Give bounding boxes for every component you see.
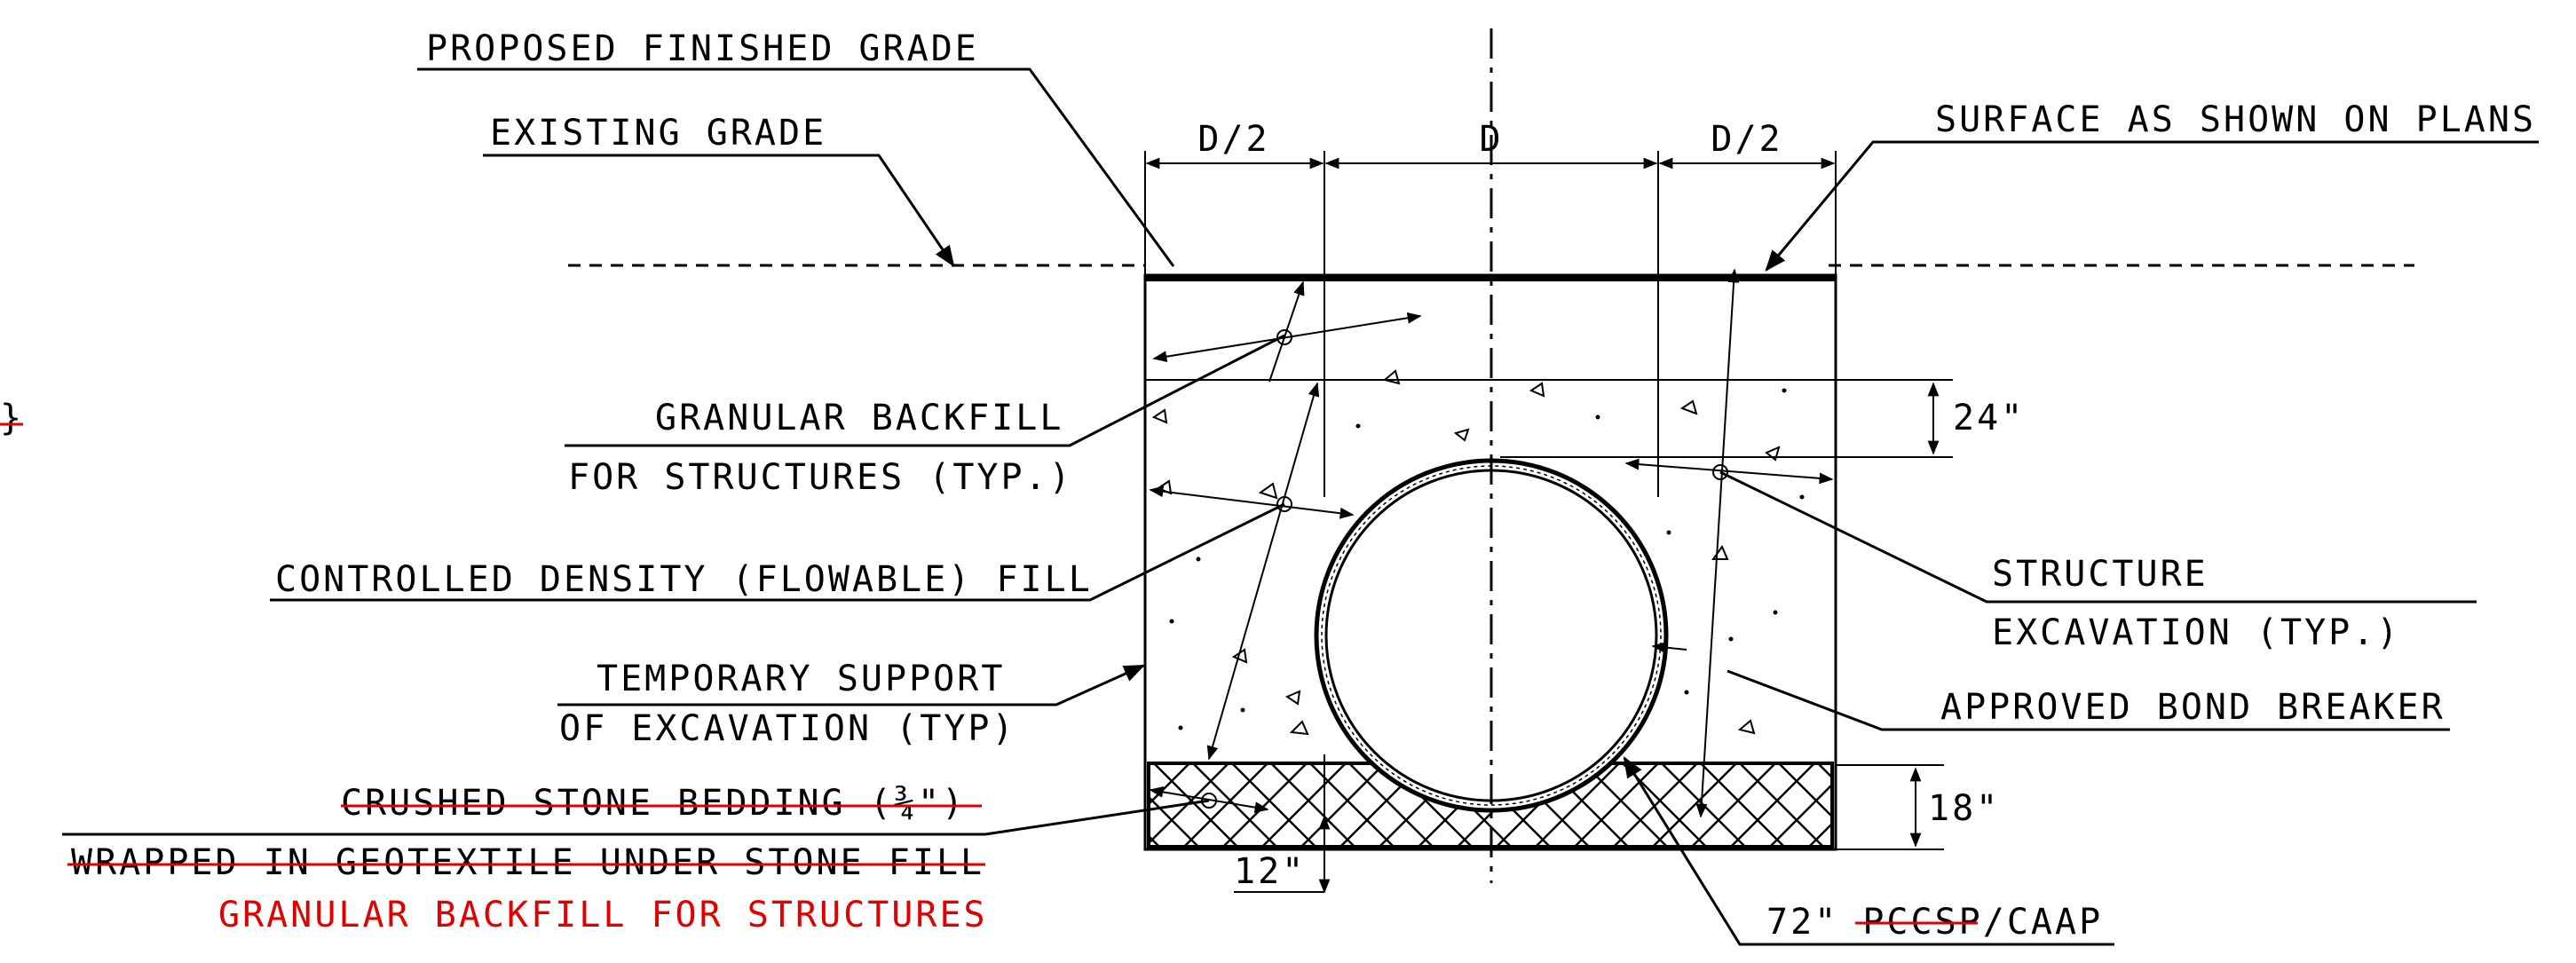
dim-24: 24"	[1953, 398, 2025, 438]
leader-proposed-grade	[417, 67, 1175, 267]
label-granular-backfill-red: GRANULAR BACKFILL FOR STRUCTURES	[218, 895, 988, 935]
pipe-prefix: 72"	[1766, 902, 1838, 943]
label-granular-backfill-1: GRANULAR BACKFILL	[655, 398, 1063, 438]
dim-12-lines	[1234, 754, 1331, 894]
edge-fragment-text: }	[0, 398, 24, 438]
label-temp-support-1: TEMPORARY SUPPORT	[597, 659, 1005, 699]
dim-d-half-left: D/2	[1197, 119, 1269, 160]
bond-breaker-arrow	[1651, 642, 1687, 653]
granular-width-arrow	[1152, 312, 1422, 363]
leader-temp-support	[557, 664, 1146, 706]
label-structure-exc-1: STRUCTURE	[1992, 554, 2209, 595]
dim-d: D	[1479, 119, 1503, 160]
label-structure-exc-2: EXCAVATION (TYP.)	[1992, 612, 2400, 653]
label-granular-backfill-2: FOR STRUCTURES (TYP.)	[568, 457, 1073, 498]
leader-granular-backfill	[565, 334, 1285, 447]
dim-18-lines	[1836, 764, 1944, 850]
leader-surface	[1765, 140, 2539, 272]
exc-depth-arrow	[1695, 268, 1740, 818]
stone-width-arrow	[1149, 786, 1269, 813]
label-proposed-finished-grade: PROPOSED FINISHED GRADE	[426, 28, 979, 69]
dim-12: 12"	[1234, 851, 1306, 892]
leader-existing-grade	[483, 154, 955, 267]
label-existing-grade: EXISTING GRADE	[490, 113, 826, 154]
label-temp-support-2: OF EXCAVATION (TYP)	[559, 708, 1016, 749]
label-wrapped-geotextile: WRAPPED IN GEOTEXTILE UNDER STONE FILL	[71, 842, 984, 883]
dim-d-half-right: D/2	[1711, 119, 1782, 160]
label-bond-breaker: APPROVED BOND BREAKER	[1940, 687, 2446, 728]
edge-fragment: }	[0, 398, 24, 438]
cdf-width-arrow	[1149, 485, 1355, 519]
label-cdf: CONTROLLED DENSITY (FLOWABLE) FILL	[275, 559, 1093, 600]
pipe-suffix: /CAAP	[1983, 902, 2103, 943]
label-crushed-stone: CRUSHED STONE BEDDING (¾")	[341, 783, 966, 824]
leader-structure-exc	[1719, 470, 2477, 604]
label-surface-as-shown: SURFACE AS SHOWN ON PLANS	[1935, 99, 2536, 140]
granular-depth-arrow	[1268, 280, 1305, 383]
leader-bond-breaker	[1727, 669, 2450, 731]
dim-18: 18"	[1928, 788, 2000, 829]
leader-crushed-stone	[62, 799, 1210, 836]
cdf-depth-arrow	[1206, 382, 1320, 761]
leader-pipe	[1623, 755, 2114, 946]
